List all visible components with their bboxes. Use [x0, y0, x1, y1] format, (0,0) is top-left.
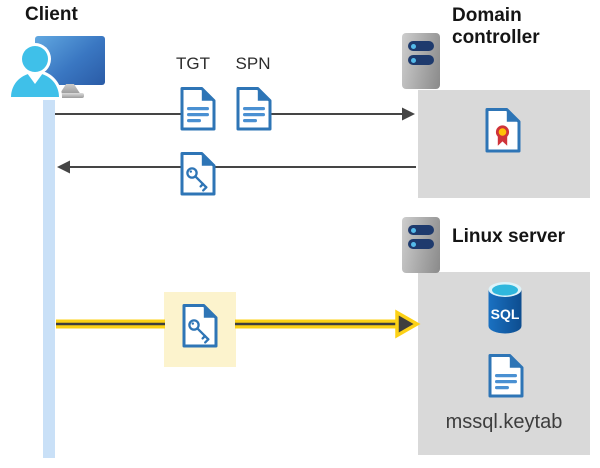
arrowhead-right-yellow [395, 309, 421, 339]
domain-controller-title: Domain controller [452, 5, 540, 48]
server-drive-bar [408, 55, 434, 65]
certificate-icon [485, 108, 521, 153]
sql-database-icon: SQL [488, 282, 522, 334]
ticket-response-arrow [57, 160, 416, 174]
monitor-stand-base [52, 93, 84, 98]
linux-server-title: Linux server [452, 226, 565, 247]
server-led [411, 43, 416, 49]
key-glyph [188, 319, 210, 344]
seal-glyph [495, 125, 510, 139]
tgt-ticket-icon [180, 87, 216, 131]
spn-ticket-icon [236, 87, 272, 131]
client-title: Client [25, 4, 78, 25]
person-collar [27, 73, 43, 84]
arrowhead-left [57, 160, 70, 174]
keytab-file-icon [488, 354, 524, 398]
keytab-filename: mssql.keytab [445, 411, 563, 433]
server-led [411, 227, 416, 233]
tgt-label: TGT [176, 54, 210, 73]
linux-server-icon [402, 217, 440, 273]
server-led [411, 57, 416, 63]
sql-authentication-arrow [56, 309, 421, 339]
key-glyph [186, 167, 208, 192]
server-drive-bar [408, 225, 434, 235]
server-drive-bar [408, 239, 434, 249]
server-drive-bar [408, 41, 434, 51]
domain-controller-server-icon [402, 33, 440, 89]
service-ticket-key-icon [180, 152, 216, 196]
monitor-stand [59, 84, 81, 95]
person-head [22, 46, 48, 72]
client-lifeline [43, 93, 55, 458]
spn-label: SPN [235, 54, 271, 73]
server-led [411, 241, 416, 247]
service-ticket-key-icon [182, 304, 218, 348]
arrowhead-right [402, 107, 415, 121]
sql-badge-text: SQL [491, 306, 520, 322]
